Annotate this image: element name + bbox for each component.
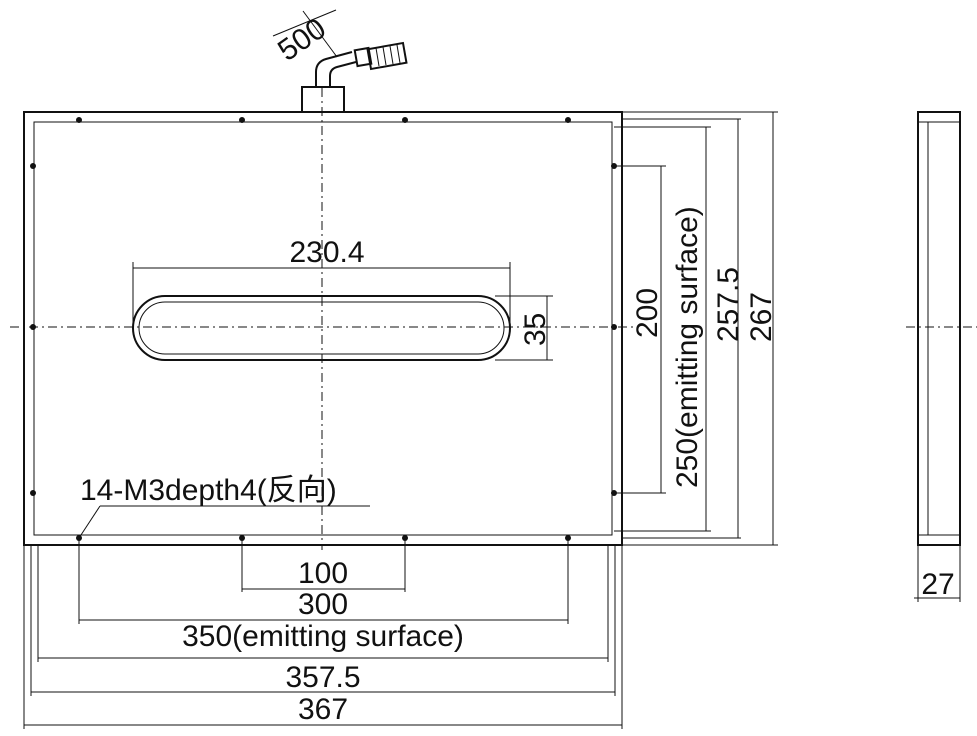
front-view: [10, 41, 635, 550]
dim-inner-height: 257.5: [622, 118, 745, 539]
dim-slot-width-text: 230.4: [289, 236, 364, 269]
cable-left-edge: [315, 51, 353, 87]
mounting-hole: [611, 324, 617, 330]
dim-outer-height: 267: [622, 111, 778, 546]
dim-pitch-200: 200: [614, 165, 666, 494]
dim-outer-width: 367: [23, 545, 623, 729]
dim-outer-height-text: 267: [745, 292, 778, 342]
dim-pitch-300: 300: [78, 538, 569, 624]
hole-callout: 14-M3depth4(反向): [78, 474, 370, 539]
dim-slot-height-text: 35: [519, 313, 552, 346]
dim-inner-height-text: 257.5: [712, 267, 745, 342]
connector-block: [301, 86, 345, 113]
side-view: 27: [906, 111, 977, 602]
dim-emitting-width: 350(emitting surface): [37, 545, 609, 662]
dim-emitting-height: 250(emitting surface): [614, 126, 711, 532]
dim-pitch-200-text: 200: [631, 288, 664, 338]
hole-callout-text: 14-M3depth4(反向): [80, 474, 337, 507]
mounting-hole: [30, 324, 36, 330]
emitting-slot-inner: [138, 301, 505, 355]
side-view-outline: [917, 111, 961, 546]
dim-inner-width: 357.5: [30, 545, 616, 696]
dim-emitting-width-text: 350(emitting surface): [182, 620, 464, 653]
mounting-hole: [30, 490, 36, 496]
cable-right-edge: [329, 61, 357, 87]
dim-slot-height: 35: [495, 295, 553, 361]
cable-connector: [353, 41, 408, 71]
mounting-hole: [30, 163, 36, 169]
dim-outer-width-text: 367: [298, 693, 348, 726]
dim-pitch-100-text: 100: [298, 557, 348, 590]
mounting-hole: [239, 117, 245, 123]
mounting-holes: [30, 117, 617, 541]
mounting-hole: [402, 117, 408, 123]
emitting-slot: [132, 295, 511, 361]
dim-pitch-300-text: 300: [298, 588, 348, 621]
dim-inner-width-text: 357.5: [285, 661, 360, 694]
dim-thickness-text: 27: [921, 568, 954, 601]
dim-emitting-height-text: 250(emitting surface): [671, 206, 704, 488]
dim-slot-width: 230.4: [132, 236, 511, 322]
mounting-hole: [76, 117, 82, 123]
dim-pitch-100: 100: [241, 538, 406, 592]
mounting-hole: [565, 117, 571, 123]
